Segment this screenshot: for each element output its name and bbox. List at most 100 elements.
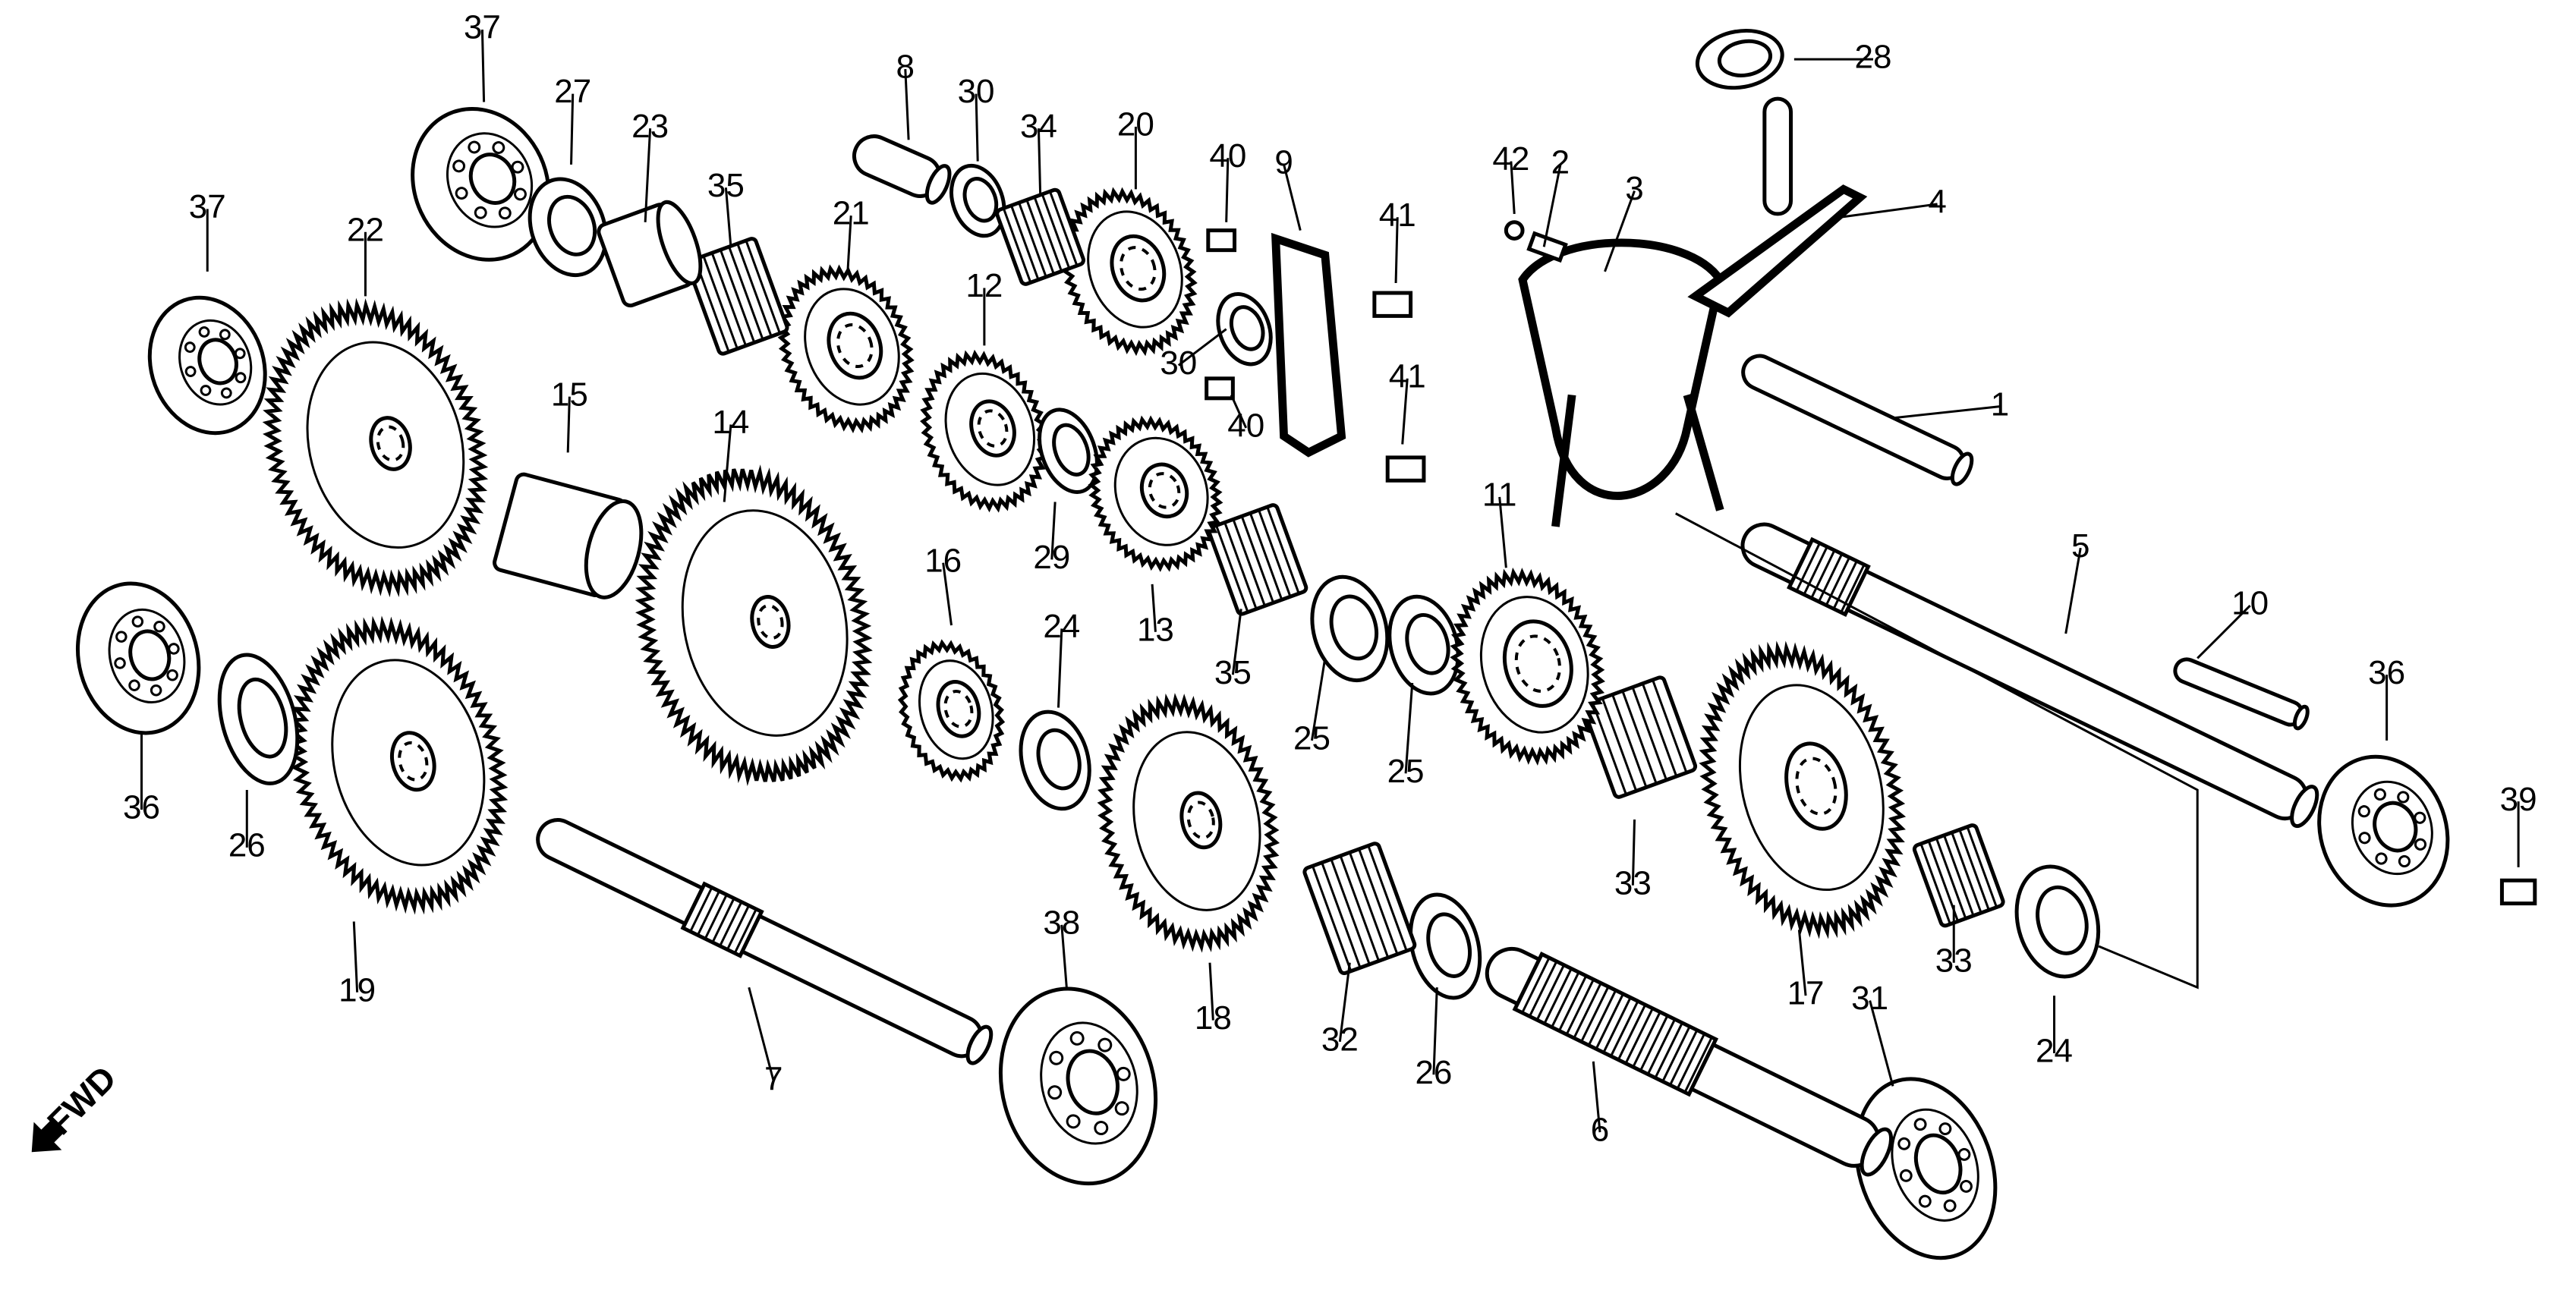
part-label-42: 42: [1492, 140, 1529, 178]
needle-32-roller: [1312, 865, 1353, 972]
needle-35-mid-roller: [1240, 515, 1275, 603]
bearing-36-right-inner: [2373, 801, 2418, 853]
needle-32: [1302, 842, 1417, 976]
bearing-37-left-ball: [200, 385, 212, 396]
needle-33-b-roller: [1966, 826, 1998, 908]
part-label-35: 35: [1214, 654, 1252, 691]
bearing-36-right-ball: [2358, 832, 2371, 845]
bearing-36-right-ball: [2375, 852, 2388, 865]
part-label-36: 36: [2368, 654, 2405, 691]
bearing-37-top-ball: [492, 141, 505, 154]
bearing-31-ball: [1957, 1147, 1971, 1161]
leader-line: [904, 69, 910, 140]
bolt-41-bot: [1385, 455, 1426, 483]
bearing-36-right-ball: [2357, 805, 2370, 818]
part-label-15: 15: [551, 376, 588, 413]
needle-33-a: [1581, 675, 1698, 799]
needle-34-roller: [1018, 202, 1047, 278]
bearing-36-right: [2317, 754, 2450, 908]
gear-18-web: [1132, 731, 1261, 911]
bracket-line: [1675, 512, 2199, 990]
needle-34-roller: [1010, 205, 1040, 281]
fwd-arrow: FWD: [31, 1058, 124, 1153]
shaft-6-spline: [1565, 979, 1595, 1035]
leader-line: [724, 187, 732, 247]
shaft-6-spline: [1573, 982, 1602, 1039]
needle-35-mid-roller: [1232, 518, 1266, 607]
part-label-41: 41: [1379, 197, 1416, 234]
leader-line: [1892, 405, 2001, 420]
washer-29-hole: [1052, 423, 1091, 477]
bearing-36-left-ball: [166, 669, 178, 681]
bearing-38-ball: [1097, 1037, 1113, 1052]
shaft-6-spline: [1624, 1008, 1654, 1065]
leader-line: [1177, 328, 1227, 367]
bearing-36-right-ball: [2397, 791, 2410, 804]
shaft-6-spline: [1676, 1033, 1705, 1090]
needle-35-top-roller: [702, 255, 738, 350]
bearing-37-top-ball: [474, 206, 487, 219]
sleeve-13: [1088, 415, 1223, 572]
part-label-14: 14: [712, 404, 749, 441]
shaft-1-end: [1950, 452, 1974, 486]
collar-15-face: [584, 499, 644, 599]
shaft-7-spline: [704, 894, 728, 939]
bearing-36-right-ball: [2414, 811, 2426, 824]
washer-30-mid: [1216, 292, 1273, 367]
part-label-34: 34: [1020, 108, 1057, 145]
bearing-37-top-ball: [514, 187, 527, 201]
bearing-31-inner: [1913, 1133, 1963, 1195]
gear-21-spline: [836, 323, 874, 369]
part-label-3: 3: [1625, 170, 1643, 207]
needle-32-roller: [1348, 851, 1390, 958]
bearing-37-left-ball: [235, 372, 247, 384]
part-label-25: 25: [1293, 720, 1331, 757]
gear-17-spline: [1795, 757, 1838, 816]
leader-line: [1510, 161, 1516, 215]
needle-35-mid: [1207, 503, 1308, 616]
part-label-6: 6: [1591, 1112, 1609, 1149]
collar-23: [597, 200, 703, 308]
part-label-13: 13: [1137, 611, 1174, 648]
needle-35-mid-roller: [1258, 509, 1292, 597]
needle-35-mid-roller: [1223, 521, 1258, 610]
bearing-38-inner: [1066, 1049, 1120, 1115]
bearing-36-right-ball: [2373, 788, 2386, 801]
leader-line: [975, 93, 979, 162]
leader-line: [2064, 547, 2082, 634]
leader-line: [2197, 605, 2251, 659]
shaft-6-spline: [1535, 964, 1565, 1021]
gear-12: [920, 349, 1049, 513]
bearing-31-race: [1891, 1108, 1979, 1222]
shaft-5-spline: [1788, 539, 1814, 588]
shifter-11-web: [1479, 596, 1589, 734]
shaft-7-spline: [726, 905, 750, 951]
needle-35-mid-roller: [1215, 525, 1249, 613]
shaft-5-spline: [1825, 556, 1850, 606]
washer-25-a: [1310, 574, 1390, 683]
needle-32-roller: [1330, 858, 1371, 965]
part-label-36: 36: [123, 789, 160, 826]
washer-26-left: [217, 653, 300, 785]
leader-lines: [140, 30, 2520, 1133]
needle-33-b-roller: [1935, 837, 1967, 919]
bolt-41-top: [1372, 291, 1413, 318]
leader-line: [1542, 164, 1562, 247]
bearing-36-left-ball: [150, 684, 162, 697]
part-label-18: 18: [1195, 999, 1232, 1037]
needle-34-roller: [1048, 190, 1079, 266]
leader-line: [566, 396, 571, 453]
gear-17-web: [1738, 684, 1885, 892]
sleeve-13-spline: [1148, 472, 1181, 509]
stopper-9: [1271, 232, 1346, 458]
gear-16-web: [918, 659, 994, 760]
pin-10-end: [2292, 704, 2310, 731]
part-label-21: 21: [833, 195, 870, 232]
shaft-6-spline: [1557, 975, 1588, 1032]
part-label-8: 8: [896, 49, 915, 86]
part-label-33: 33: [1935, 942, 1973, 979]
leader-line: [942, 562, 953, 626]
washer-30-mid-hole: [1229, 305, 1265, 351]
needle-35-mid-roller: [1249, 512, 1283, 600]
leader-line: [480, 30, 486, 102]
